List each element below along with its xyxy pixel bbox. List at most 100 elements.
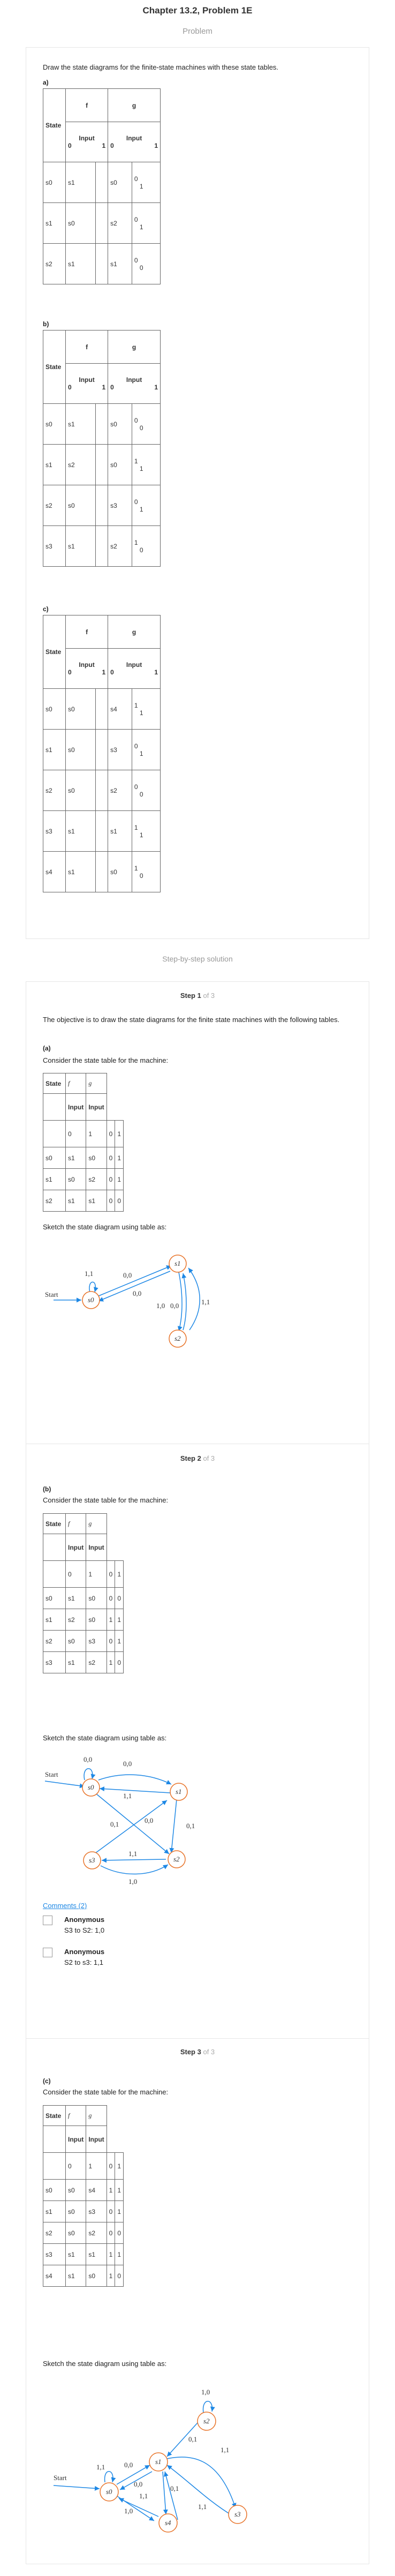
cell: 1 <box>106 2179 116 2201</box>
h-g: g <box>86 1073 107 1094</box>
consider-b: Consider the state table for the machine… <box>43 1496 169 1504</box>
objective: The objective is to draw the state diagr… <box>43 1016 340 1024</box>
step-label: Step 1 <box>180 992 201 1000</box>
edge-label: 1,1 <box>128 1850 137 1858</box>
cell: s1 <box>65 810 96 852</box>
cell: s0 <box>65 688 96 730</box>
cell: 1 <box>134 457 138 465</box>
cell: s2 <box>108 202 132 244</box>
cell: 1 <box>139 223 143 231</box>
cell: s0 <box>65 485 96 526</box>
divider <box>26 2038 369 2039</box>
edge-label: 1,0 <box>128 1877 137 1886</box>
cell: s2 <box>43 2222 66 2244</box>
cell: s0 <box>86 1147 107 1169</box>
col-state: State <box>43 88 66 162</box>
cell: 1 <box>106 1651 116 1673</box>
step3-label: Step 3 of 3 <box>0 2048 395 2056</box>
avatar <box>43 1948 52 1957</box>
edge-label: 0,0 <box>145 1816 153 1824</box>
edge-label: 1,1 <box>198 2503 207 2511</box>
col-g: g <box>108 615 161 649</box>
comment-text: S3 to S2: 1,0 <box>64 1926 105 1934</box>
cell: s1 <box>65 1587 87 1609</box>
cell: s1 <box>65 1190 87 1212</box>
h-input: Input <box>65 1093 87 1121</box>
cell: s1 <box>65 403 96 445</box>
h0: 0 <box>106 1120 116 1147</box>
cell: s1 <box>108 810 132 852</box>
cell: 1 <box>115 1630 124 1652</box>
cell: 1 1 <box>131 688 161 730</box>
solution-heading: Step-by-step solution <box>162 955 233 963</box>
edge-label: 0,0 <box>123 1760 132 1768</box>
h0: 0 <box>65 1120 87 1147</box>
comments-link[interactable]: Comments (2) <box>43 1902 87 1910</box>
avatar <box>43 1916 52 1925</box>
cell: 0 <box>134 416 138 424</box>
cell: 0 <box>139 264 143 272</box>
cell: 1 <box>106 2265 116 2287</box>
cell: 1 <box>115 1168 124 1190</box>
cell: 0 0 <box>131 403 161 445</box>
cell: 1 <box>134 823 138 831</box>
cell: 0 <box>115 2265 124 2287</box>
node-s0: s0 <box>88 1783 94 1791</box>
cell: 0 <box>139 424 143 432</box>
node-s2: s2 <box>173 1855 180 1863</box>
h-state: State <box>43 1073 66 1094</box>
start-label: Start <box>54 2474 67 2482</box>
cell: 1 <box>115 1147 124 1169</box>
h-f: f <box>65 1073 87 1094</box>
step-of: of 3 <box>203 992 215 1000</box>
cell: 1 <box>115 2201 124 2222</box>
cell: s1 <box>65 1147 87 1169</box>
cell: s0 <box>108 851 132 892</box>
h1: 1 <box>115 2152 124 2180</box>
cell: s3 <box>43 2243 66 2265</box>
col-f: f <box>65 330 109 364</box>
edge-label: 1,0 <box>201 2388 210 2396</box>
h0: 0 <box>65 2152 87 2180</box>
step2-label: Step 2 of 3 <box>0 1454 395 1462</box>
input-f: Input <box>79 661 95 669</box>
cell: 0 <box>134 742 138 750</box>
cell: 1 0 <box>131 525 161 567</box>
cell: 0 <box>139 546 143 554</box>
part-c: (c) <box>43 2077 51 2085</box>
node-s1: s1 <box>174 1259 181 1267</box>
cell: s3 <box>43 810 66 852</box>
cell: 0 <box>106 1630 116 1652</box>
cell: s0 <box>65 2179 87 2201</box>
step-of: of 3 <box>203 1454 215 1462</box>
cell: s2 <box>86 1168 107 1190</box>
cell: s1 <box>43 2201 66 2222</box>
cell: s2 <box>43 1630 66 1652</box>
edge-label: 1,1 <box>85 1270 93 1278</box>
cell: s0 <box>43 1587 66 1609</box>
cell: s2 <box>43 243 66 284</box>
node-s0: s0 <box>106 2488 112 2496</box>
node-s3: s3 <box>89 1856 95 1864</box>
edge-label: 1,1 <box>201 1298 210 1306</box>
h1: 1 <box>86 1560 107 1588</box>
edge-label: 0,0 <box>170 1302 179 1310</box>
cell: 1 0 <box>131 851 161 892</box>
edge-label: 0,0 <box>134 2480 142 2488</box>
cell: 0 <box>106 2201 116 2222</box>
edge-label: 0,0 <box>123 1271 132 1279</box>
h-input: Input <box>65 1534 87 1561</box>
cell: s1 <box>43 1609 66 1631</box>
z: 0 <box>110 142 114 149</box>
z: 0 <box>110 384 114 391</box>
cell: 0 <box>106 2222 116 2244</box>
h0: 0 <box>106 2152 116 2180</box>
cell: s0 <box>108 403 132 445</box>
cell: 1 <box>106 1609 116 1631</box>
cell: 0 0 <box>131 770 161 811</box>
consider-c: Consider the state table for the machine… <box>43 2088 169 2096</box>
